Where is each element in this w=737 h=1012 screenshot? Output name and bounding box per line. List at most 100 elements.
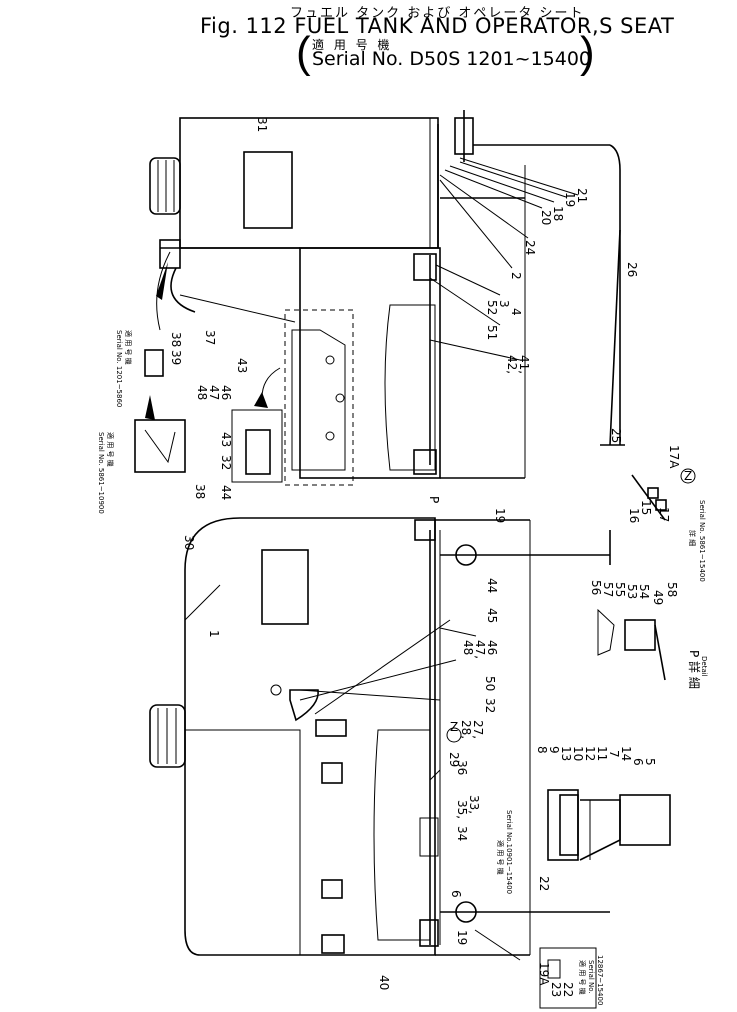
lock-detail-shape (144, 429, 176, 464)
callout-31: 31 (255, 117, 269, 132)
callout-40: 40 (377, 975, 391, 990)
callout-56: 56 (589, 580, 603, 595)
callout-52: 52 (485, 300, 499, 315)
panel-hole-1 (325, 355, 335, 365)
seat-base (547, 789, 579, 861)
callout-17a: 17A (667, 445, 681, 469)
callout-53: 53 (625, 584, 639, 599)
callout-1: 1 (207, 630, 221, 638)
leader-3 (435, 264, 501, 296)
seat-lever (579, 799, 621, 861)
callout-p: P (427, 496, 441, 503)
bracket-41 (413, 449, 437, 475)
leader-18 (449, 165, 555, 203)
note3-jp: 適 用 号 機 (496, 840, 505, 875)
leader-37 (179, 294, 296, 323)
callout-4: 4 (509, 308, 523, 316)
callout-17: 17 (657, 507, 671, 522)
panel-hole-2 (335, 393, 345, 403)
callout-43-mid: 43 (235, 358, 249, 373)
panel-hole-3 (325, 431, 335, 441)
callout-33: 33, (467, 795, 481, 814)
z-callout-circle (446, 727, 462, 743)
callout-42: 42, (505, 355, 519, 374)
lower-assembly (149, 517, 611, 1009)
callout-28: 28, (459, 720, 473, 739)
inner-tank (384, 304, 436, 471)
detail-19a-box (539, 947, 597, 1009)
note1-jp: 適 用 号 機 (124, 330, 133, 365)
seat-mechanism (547, 789, 671, 861)
note2-jp: 適 用 号 機 (106, 432, 115, 467)
callout-19-mid: 19 (493, 508, 507, 523)
detail-z (631, 474, 667, 521)
callout-29: 29 (447, 752, 461, 767)
callout-9: 9 (547, 746, 561, 754)
bracket-52 (413, 253, 437, 281)
callout-44-detail: 44 (219, 485, 233, 500)
leader-21 (459, 157, 579, 196)
serial-notes: 適 用 号 機 Serial No. 1201~5860 適 用 号 機 Ser… (97, 330, 708, 1005)
leader-51 (429, 277, 501, 326)
callout-6: 6 (631, 758, 645, 766)
leader-41 (429, 339, 521, 361)
bracket-40 (321, 934, 345, 954)
leader-46 (299, 659, 457, 701)
p-detail-label: Detail (700, 656, 708, 677)
callout-44: 44 (485, 578, 499, 593)
callout-6-lower: 6 (449, 890, 463, 898)
mount-pad-1 (321, 762, 343, 784)
dashed-panel (284, 309, 354, 486)
callout-55: 55 (613, 582, 627, 597)
detail-43-arrow-line (261, 367, 281, 399)
callout-26: 26 (625, 262, 639, 277)
callout-38-detail: 38 (193, 484, 207, 499)
mount-pad-2 (321, 879, 343, 899)
callout-36: 36 (455, 760, 469, 775)
fuel-tank-outline (184, 517, 436, 956)
seat-slider (559, 794, 579, 856)
note4-jp: 適 用 号 機 (578, 960, 587, 995)
upper-lower-frame (299, 247, 441, 479)
callout-54: 54 (637, 584, 651, 599)
callout-34: 34 (455, 826, 469, 841)
figure-title: Fig. 112 FUEL TANK AND OPERATOR,S SEAT (200, 14, 675, 38)
z-detail-circle (680, 468, 696, 484)
bracket-6 (419, 919, 439, 947)
callout-18: 18 (551, 206, 565, 221)
lower-filler-cap (149, 704, 186, 768)
callout-11: 11 (595, 746, 609, 761)
lock-39 (144, 349, 164, 377)
leader-lines (179, 157, 579, 781)
leader-44 (439, 627, 477, 637)
detail-19a-part (547, 959, 561, 979)
note3-serial: Serial No.10901~15400 (505, 810, 513, 894)
callout-24: 24 (523, 240, 537, 255)
leader-36 (429, 769, 441, 781)
callout-38-top: 38 (169, 332, 183, 347)
note4-range: 12867~15400 (596, 955, 604, 1005)
note1-serial: Serial No. 1201~5860 (115, 330, 123, 407)
callout-16: 16 (627, 508, 641, 523)
detail-19a-leader (474, 929, 521, 961)
leader-19 (459, 161, 567, 198)
paren-open: ( (296, 28, 311, 77)
callout-10: 10 (571, 746, 585, 761)
callout-39: 39 (169, 350, 183, 365)
leader-50 (299, 689, 441, 701)
bracket-p (414, 519, 436, 541)
paren-close: ) (580, 28, 595, 77)
z-detail-jp: 詳 細 (688, 530, 697, 546)
z-detail-serial: Serial No. 5861~15400 (698, 500, 706, 582)
callout-30: 30 (182, 535, 196, 550)
upper-body-outline (179, 117, 439, 249)
callout-8: 8 (535, 746, 549, 754)
callout-12: 12 (583, 746, 597, 761)
leader-24 (439, 174, 529, 239)
callout-14: 14 (619, 746, 633, 761)
arrow-to-lock-detail (145, 395, 155, 420)
detail-43-part (245, 429, 271, 475)
detail-p-post (654, 624, 666, 681)
callout-46-top: 46 (219, 385, 233, 400)
